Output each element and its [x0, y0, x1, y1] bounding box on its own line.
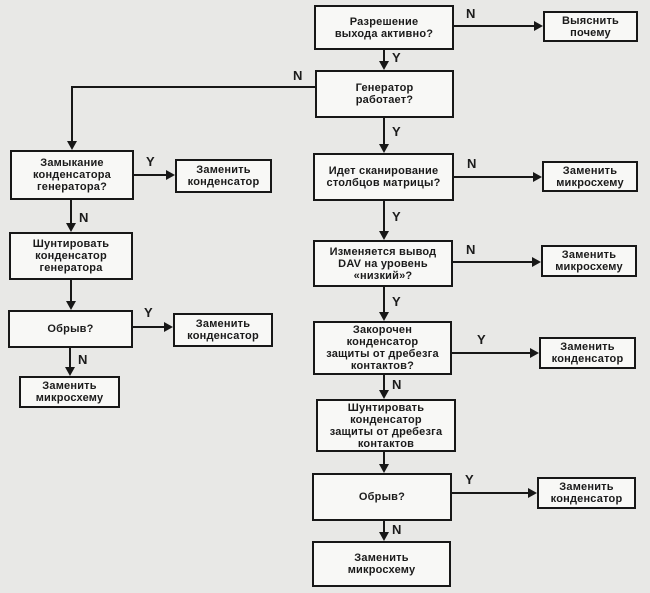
edge-line — [69, 348, 71, 367]
edge-line — [453, 261, 532, 263]
edge-label-yes: Y — [392, 294, 401, 309]
arrowhead-down-icon — [66, 301, 76, 310]
node-replace-chip-left: Заменить микросхему — [19, 376, 120, 408]
arrowhead-right-icon — [528, 488, 537, 498]
arrowhead-down-icon — [379, 532, 389, 541]
edge-line — [383, 287, 385, 312]
edge-line — [383, 201, 385, 231]
node-dav-low-question: Изменяется вывод DAV на уровень «низкий»… — [313, 240, 453, 287]
node-generator-works-question: Генератор работает? — [315, 70, 454, 118]
arrowhead-down-icon — [379, 144, 389, 153]
arrowhead-down-icon — [379, 464, 389, 473]
node-label: Закорочен конденсатор защиты от дребезга… — [326, 324, 439, 372]
edge-line — [383, 521, 385, 532]
node-replace-cap-main: Заменить конденсатор — [537, 477, 636, 509]
edge-label-yes: Y — [144, 305, 153, 320]
arrowhead-down-icon — [65, 367, 75, 376]
edge-line — [452, 352, 530, 354]
edge-line — [452, 492, 528, 494]
node-shunt-bounce-cap: Шунтировать конденсатор защиты от дребез… — [316, 399, 456, 452]
node-label: Заменить конденсатор — [187, 318, 259, 342]
edge-line — [70, 280, 72, 301]
node-replace-cap-left-2: Заменить конденсатор — [173, 313, 273, 347]
node-output-enable-question: Разрешение выхода активно? — [314, 5, 454, 50]
edge-line — [383, 375, 385, 390]
edge-line — [70, 200, 72, 223]
node-label: Шунтировать конденсатор генератора — [32, 238, 110, 274]
edge-label-yes: Y — [477, 332, 486, 347]
node-label: Обрыв? — [358, 491, 406, 503]
node-label: Изменяется вывод DAV на уровень «низкий»… — [329, 245, 437, 282]
edge-line — [454, 176, 533, 178]
node-label: Замыкание конденсатора генератора? — [32, 157, 112, 193]
node-label: Выяснить почему — [561, 14, 620, 39]
edge-line — [133, 326, 164, 328]
node-replace-chip-1: Заменить микросхему — [542, 161, 638, 192]
arrowhead-down-icon — [379, 312, 389, 321]
edge-label-no: N — [392, 377, 402, 392]
arrowhead-down-icon — [379, 231, 389, 240]
node-replace-chip-2: Заменить микросхему — [541, 245, 637, 277]
node-open-circuit-left-question: Обрыв? — [8, 310, 133, 348]
edge-line — [383, 50, 385, 61]
node-open-circuit-main-question: Обрыв? — [312, 473, 452, 521]
edge-label-yes: Y — [392, 209, 401, 224]
arrowhead-down-icon — [379, 390, 389, 399]
arrowhead-down-icon — [379, 61, 389, 70]
node-label: Обрыв? — [47, 323, 94, 335]
node-label: Заменить микросхему — [556, 164, 624, 189]
node-replace-chip-final: Заменить микросхему — [312, 541, 451, 587]
edge-label-yes: Y — [392, 50, 401, 65]
edge-label-no: N — [466, 6, 476, 21]
node-find-out-why: Выяснить почему — [543, 11, 638, 42]
node-replace-cap-bounce: Заменить конденсатор — [539, 337, 636, 369]
arrowhead-down-icon — [67, 141, 77, 150]
node-bounce-cap-short-question: Закорочен конденсатор защиты от дребезга… — [313, 321, 452, 375]
edge-line — [72, 86, 315, 88]
arrowhead-right-icon — [534, 21, 543, 31]
edge-label-no: N — [293, 68, 303, 83]
edge-label-no: N — [392, 522, 402, 537]
node-label: Идет сканирование столбцов матрицы? — [326, 165, 441, 189]
node-shunt-gen-cap: Шунтировать конденсатор генератора — [9, 232, 133, 280]
node-label: Шунтировать конденсатор защиты от дребез… — [329, 401, 443, 450]
arrowhead-down-icon — [66, 223, 76, 232]
node-label: Заменить микросхему — [35, 380, 104, 404]
edge-line — [383, 452, 385, 464]
node-label: Разрешение выхода активно? — [334, 15, 434, 40]
edge-label-yes: Y — [146, 154, 155, 169]
edge-label-yes: Y — [392, 124, 401, 139]
node-label: Заменить конденсатор — [550, 481, 623, 505]
arrowhead-right-icon — [533, 172, 542, 182]
node-label: Заменить конденсатор — [551, 341, 624, 365]
edge-line — [454, 25, 534, 27]
edge-label-no: N — [78, 352, 88, 367]
edge-label-no: N — [467, 156, 477, 171]
edge-label-no: N — [466, 242, 476, 257]
edge-line — [383, 118, 385, 144]
arrowhead-right-icon — [166, 170, 175, 180]
node-label: Заменить конденсатор — [187, 164, 260, 188]
edge-label-no: N — [79, 210, 89, 225]
node-label: Заменить микросхему — [347, 552, 416, 576]
node-label: Заменить микросхему — [555, 249, 623, 273]
edge-line — [71, 86, 73, 141]
edge-label-yes: Y — [465, 472, 474, 487]
edge-line — [134, 174, 166, 176]
node-label: Генератор работает? — [355, 82, 414, 106]
node-replace-cap-left-1: Заменить конденсатор — [175, 159, 272, 193]
node-gen-cap-short-question: Замыкание конденсатора генератора? — [10, 150, 134, 200]
arrowhead-right-icon — [532, 257, 541, 267]
arrowhead-right-icon — [530, 348, 539, 358]
node-scan-columns-question: Идет сканирование столбцов матрицы? — [313, 153, 454, 201]
arrowhead-right-icon — [164, 322, 173, 332]
